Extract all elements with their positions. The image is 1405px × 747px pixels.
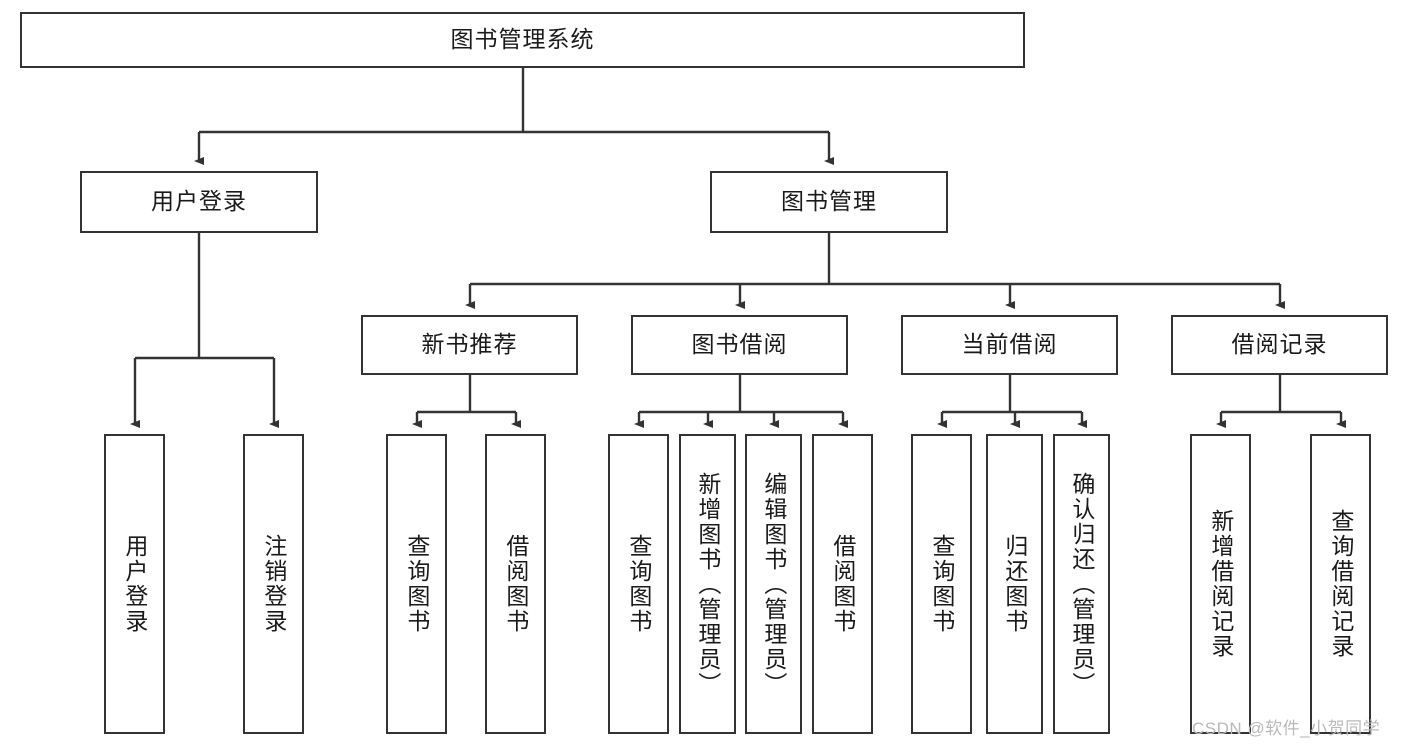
node-book-manage[interactable]: 图书管理: [710, 171, 948, 233]
node-leaf-add-record[interactable]: 新增借阅记录: [1190, 434, 1251, 734]
node-label: 新书推荐: [421, 331, 518, 358]
node-leaf-return-book[interactable]: 归还图书: [986, 434, 1043, 734]
node-leaf-borrow-book-2[interactable]: 借阅图书: [812, 434, 873, 734]
node-leaf-confirm-return[interactable]: 确认归还（管理员）: [1053, 434, 1110, 734]
node-label: 编辑图书（管理员）: [760, 471, 787, 697]
node-leaf-user-login[interactable]: 用户登录: [104, 434, 165, 734]
node-leaf-edit-book[interactable]: 编辑图书（管理员）: [745, 434, 802, 734]
watermark: CSDN @软件_小贺同学: [1192, 719, 1381, 738]
node-label: 归还图书: [1001, 534, 1028, 634]
node-label: 当前借阅: [961, 331, 1058, 358]
node-root[interactable]: 图书管理系统: [20, 12, 1025, 68]
node-label: 注销登录: [260, 534, 287, 634]
node-borrow-record[interactable]: 借阅记录: [1171, 315, 1388, 375]
node-label: 查询借阅记录: [1327, 509, 1354, 659]
node-label: 借阅记录: [1231, 331, 1328, 358]
node-label: 借阅图书: [829, 534, 856, 634]
node-label: 图书借阅: [691, 331, 788, 358]
node-label: 用户登录: [121, 534, 148, 634]
node-book-borrow[interactable]: 图书借阅: [631, 315, 848, 375]
node-leaf-query-book-3[interactable]: 查询图书: [911, 434, 972, 734]
node-leaf-query-book-1[interactable]: 查询图书: [386, 434, 447, 734]
node-current-borrow[interactable]: 当前借阅: [901, 315, 1118, 375]
node-user-login[interactable]: 用户登录: [80, 171, 318, 233]
node-leaf-logout[interactable]: 注销登录: [243, 434, 304, 734]
node-leaf-add-book[interactable]: 新增图书（管理员）: [679, 434, 736, 734]
node-label: 新增借阅记录: [1207, 509, 1234, 659]
node-leaf-query-record[interactable]: 查询借阅记录: [1310, 434, 1371, 734]
node-label: 图书管理系统: [450, 26, 595, 53]
node-label: 查询图书: [625, 534, 652, 634]
node-label: 图书管理: [781, 188, 877, 215]
node-leaf-borrow-book-1[interactable]: 借阅图书: [485, 434, 546, 734]
node-label: 借阅图书: [502, 534, 529, 634]
node-label: 确认归还（管理员）: [1068, 471, 1095, 697]
node-leaf-query-book-2[interactable]: 查询图书: [608, 434, 669, 734]
node-label: 新增图书（管理员）: [694, 471, 721, 697]
node-label: 用户登录: [151, 188, 247, 215]
node-label: 查询图书: [928, 534, 955, 634]
node-new-book-rec[interactable]: 新书推荐: [361, 315, 578, 375]
node-label: 查询图书: [403, 534, 430, 634]
